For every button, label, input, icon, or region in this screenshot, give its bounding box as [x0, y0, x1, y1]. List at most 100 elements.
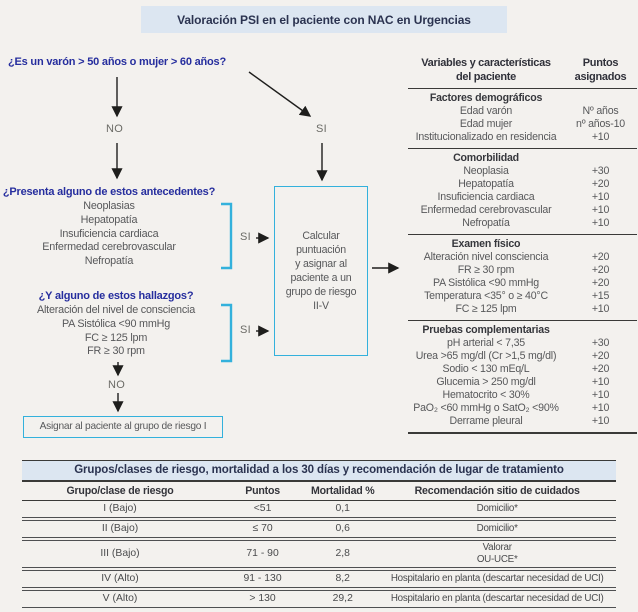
points-table: Variables y características del paciente… — [408, 57, 637, 434]
row-points: +10 — [591, 191, 610, 203]
row-points: +10 — [591, 204, 610, 216]
row-label: Hepatopatía — [458, 178, 514, 190]
list-item: Neoplasias — [83, 200, 135, 212]
question-antecedents: ¿Presenta alguno de estos antecedentes? — [2, 186, 216, 198]
cell-mortalidad: 2,8 — [335, 548, 350, 559]
row-label: Temperatura <35° o ≥ 40°C — [424, 290, 548, 302]
bracket-findings-icon — [221, 303, 233, 363]
col-header-grupo: Grupo/clase de riesgo — [66, 485, 174, 497]
cell-puntos: <51 — [253, 503, 272, 514]
cell-puntos: 91 - 130 — [243, 573, 282, 584]
row-divider — [22, 537, 616, 541]
points-table-header: Variables y características del paciente… — [408, 57, 637, 89]
points-header-puntos: Puntos asignados — [574, 57, 627, 83]
points-row: Institucionalizado en residencia +10 — [408, 131, 637, 144]
col-header-mortalidad: Mortalidad % — [310, 485, 375, 497]
row-divider — [22, 517, 616, 521]
row-label: Alteración nivel consciencia — [423, 251, 549, 263]
list-item: FC ≥ 125 lpm — [84, 331, 148, 344]
label-no-1: NO — [106, 123, 124, 135]
row-label: Enfermedad cerebrovascular — [420, 204, 552, 216]
cell-puntos: ≤ 70 — [252, 523, 273, 534]
findings-block: ¿Y alguno de estos hallazgos? Alteración… — [10, 290, 222, 359]
cell-recomendacion: Hospitalario en planta (descartar necesi… — [390, 593, 604, 604]
table-row: II (Bajo) ≤ 70 0,6 Domicilio* — [22, 521, 616, 537]
points-row: PaO₂ <60 mmHg o SatO₂ <90%+10 — [408, 402, 637, 415]
row-label: Derrame pleural — [449, 415, 523, 427]
points-section-pruebas: Pruebas complementarias pH arterial < 7,… — [408, 321, 637, 434]
list-item: Nefropatía — [84, 255, 134, 268]
row-points: +10 — [591, 131, 610, 143]
points-row: Insuficiencia cardiaca+10 — [408, 191, 637, 204]
section-name: Comorbilidad — [453, 152, 519, 164]
cell-mortalidad: 29,2 — [332, 593, 353, 604]
row-points: +20 — [591, 277, 610, 289]
points-row: Enfermedad cerebrovascular +10 — [408, 204, 637, 217]
row-points: +10 — [591, 303, 610, 315]
row-points: +10 — [591, 389, 610, 401]
figure-title: Valoración PSI en el paciente con NAC en… — [141, 6, 507, 33]
row-points: +15 — [591, 290, 610, 302]
points-row: Nefropatía +10 — [408, 217, 637, 230]
row-label: FR ≥ 30 rpm — [457, 264, 515, 276]
row-points: +10 — [591, 376, 610, 388]
row-points: +20 — [591, 251, 610, 263]
row-label: Edad mujer — [459, 118, 513, 130]
row-points: +30 — [591, 337, 610, 349]
cell-grupo: III (Bajo) — [100, 548, 140, 559]
row-label: Institucionalizado en residencia — [415, 131, 557, 143]
points-section-comorbilidad: Comorbilidad Neoplasia+30 Hepatopatía+20… — [408, 149, 637, 235]
risk-table-column-headers: Grupo/clase de riesgo Puntos Mortalidad … — [22, 482, 616, 501]
row-points: +20 — [591, 363, 610, 375]
points-row: FR ≥ 30 rpm +20 — [408, 264, 637, 277]
row-label: Glucemia > 250 mg/dl — [436, 376, 536, 388]
risk-table-title: Grupos/clases de riesgo, mortalidad a lo… — [22, 460, 616, 482]
row-label: PaO₂ <60 mmHg o SatO₂ <90% — [413, 402, 559, 414]
row-label: Edad varón — [459, 105, 513, 117]
table-row: V (Alto) > 130 29,2 Hospitalario en plan… — [22, 591, 616, 607]
points-row: Derrame pleural +10 — [408, 415, 637, 428]
label-si-1: SI — [316, 123, 327, 135]
list-item: Alteración del nivel de consciencia — [36, 304, 196, 316]
label-si-3: SI — [240, 324, 251, 336]
row-points: +10 — [591, 415, 610, 427]
antecedents-block: ¿Presenta alguno de estos antecedentes? … — [2, 186, 216, 269]
row-label: Nefropatía — [462, 217, 510, 229]
cell-grupo: II (Bajo) — [101, 523, 139, 534]
row-points: +10 — [591, 217, 610, 229]
row-points: nº años-10 — [576, 118, 625, 130]
row-label: Sodio < 130 mEq/L — [442, 363, 530, 375]
risk-groups-table: Grupos/clases de riesgo, mortalidad a lo… — [22, 460, 616, 608]
row-label: Neoplasia — [463, 165, 509, 177]
points-section-examen-fisico: Examen físico Alteración nivel conscienc… — [408, 235, 637, 321]
table-row: IV (Alto) 91 - 130 8,2 Hospitalario en p… — [22, 571, 616, 587]
col-header-puntos: Puntos — [245, 485, 280, 497]
row-points: +20 — [591, 264, 610, 276]
points-row: Edad varón Nº años — [408, 105, 637, 118]
section-name: Pruebas complementarias — [422, 324, 550, 336]
points-row: Urea >65 mg/dl (Cr >1,5 mg/dl)+20 — [408, 350, 637, 363]
calculate-score-box: Calcular puntuación y asignar al pacient… — [274, 186, 368, 356]
col-header-recomendacion: Recomendación sitio de cuidados — [414, 485, 580, 497]
points-row: Hematocrito < 30%+10 — [408, 389, 637, 402]
cell-grupo: I (Bajo) — [103, 503, 137, 514]
row-label: FC ≥ 125 lpm — [455, 303, 517, 315]
row-label: Urea >65 mg/dl (Cr >1,5 mg/dl) — [415, 350, 557, 362]
cell-recomendacion: Hospitalario en planta (descartar necesi… — [390, 573, 604, 584]
points-row: PA Sistólica <90 mmHg+20 — [408, 277, 637, 290]
points-row: Edad mujer nº años-10 — [408, 118, 637, 131]
row-points: Nº años — [582, 105, 619, 117]
row-divider — [22, 587, 616, 591]
points-row: Glucemia > 250 mg/dl +10 — [408, 376, 637, 389]
cell-puntos: 71 - 90 — [246, 548, 279, 559]
cell-grupo: V (Alto) — [102, 593, 138, 604]
section-name: Factores demográficos — [429, 92, 543, 104]
table-bottom-border — [22, 607, 616, 608]
points-header-variables: Variables y características del paciente — [421, 57, 551, 83]
risk-group-1-box: Asignar al paciente al grupo de riesgo I — [23, 416, 223, 438]
question-age: ¿Es un varón > 50 años o mujer > 60 años… — [8, 56, 226, 68]
points-row: Hepatopatía+20 — [408, 178, 637, 191]
table-row: III (Bajo) 71 - 90 2,8 Valorar OU-UCE* — [22, 541, 616, 567]
